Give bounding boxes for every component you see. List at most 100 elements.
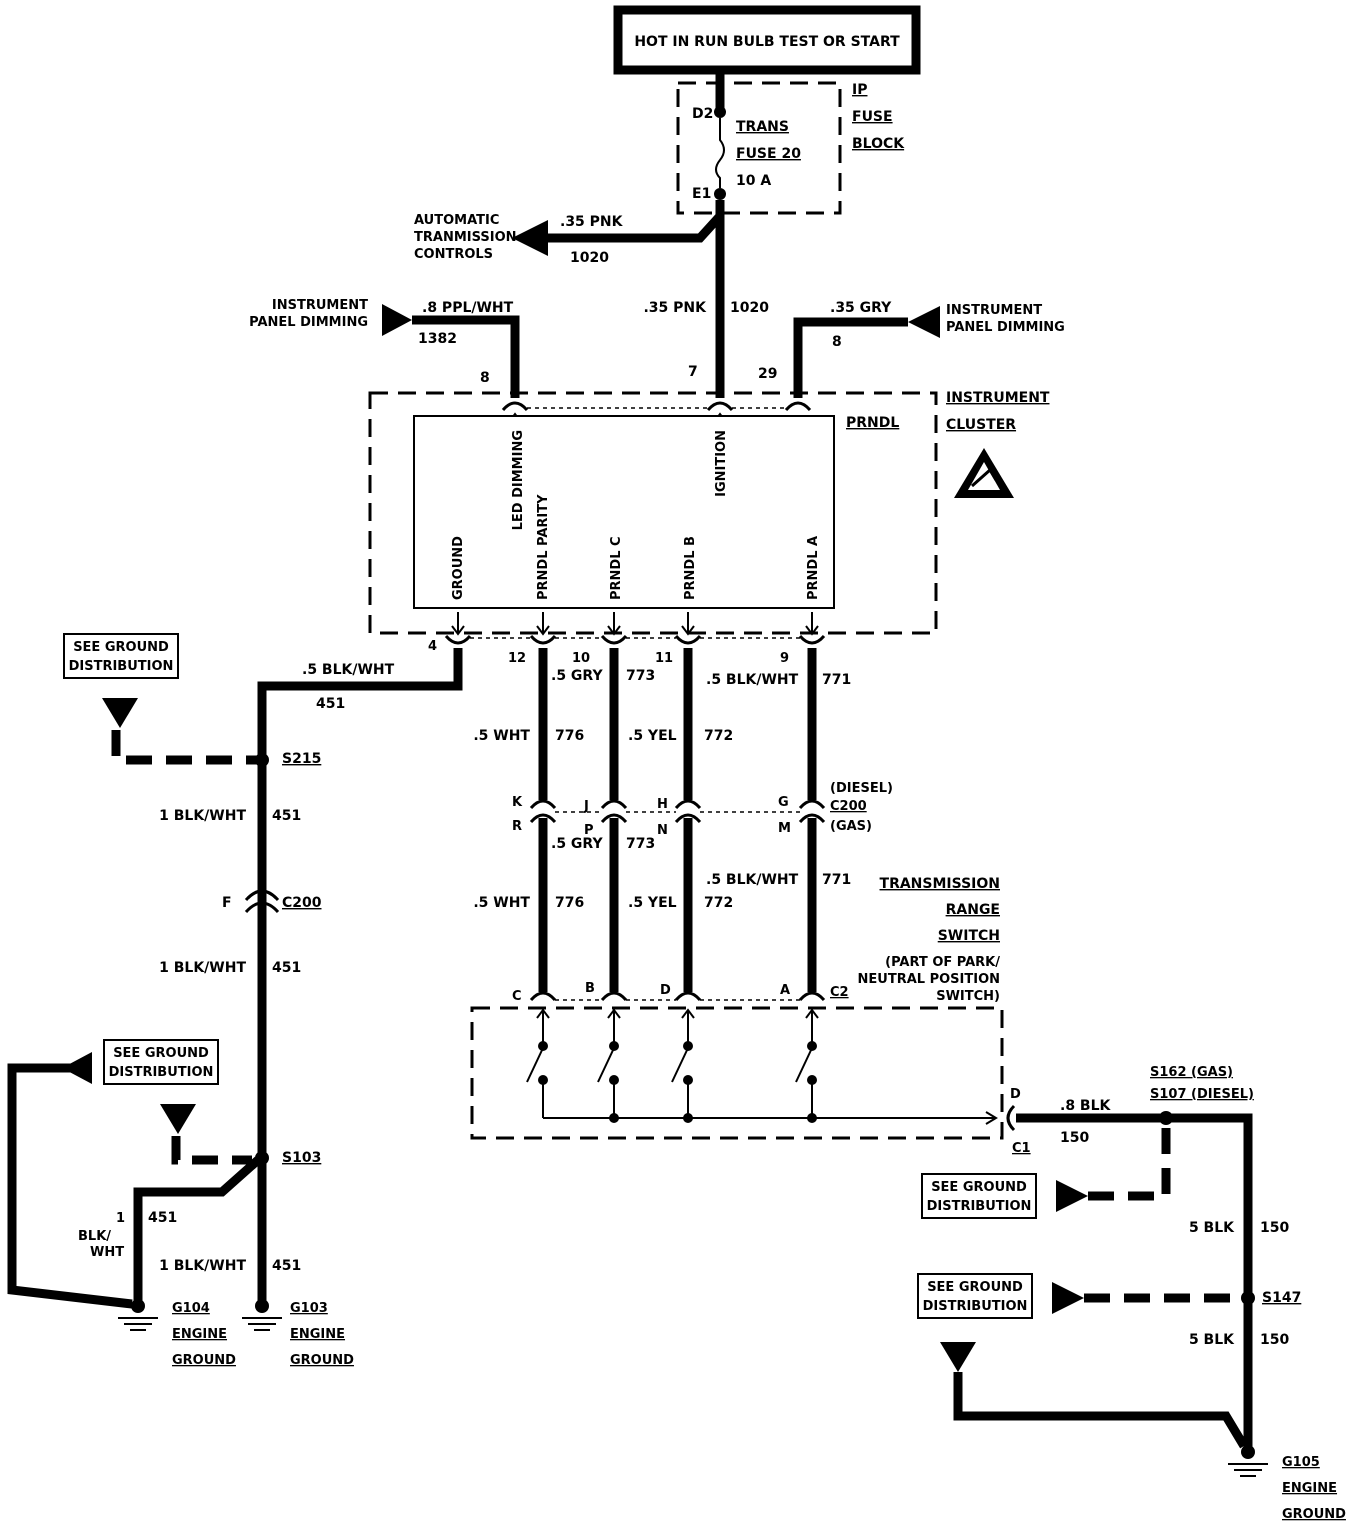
- right-ground-circuit: .8 BLK 150 S162 (GAS) S107 (DIESEL) SEE …: [917, 1065, 1346, 1522]
- w773-lower-color: .5 GRY: [551, 836, 603, 852]
- c200-pin-j: J: [583, 799, 589, 814]
- w771-lower-color: .5 BLK/WHT: [706, 872, 799, 888]
- fuse-rating: 10 A: [736, 173, 771, 189]
- fuse-block-label-3: BLOCK: [852, 136, 905, 152]
- g103-label-3: GROUND: [290, 1353, 354, 1368]
- cluster-pin-12: 12: [508, 651, 526, 666]
- left-seg2-circuit: 451: [272, 960, 301, 976]
- g105-label-1: G105: [1282, 1455, 1320, 1470]
- g103-ground-icon: [242, 1299, 282, 1331]
- g104-wire-color-1: BLK/: [78, 1229, 111, 1244]
- atc-label-3: CONTROLS: [414, 247, 493, 262]
- ign-wire-color: .35 PNK: [643, 300, 707, 316]
- right-seg1-color: 5 BLK: [1189, 1220, 1235, 1236]
- trs-note-1: (PART OF PARK/: [885, 955, 1000, 970]
- ground-label: GROUND: [451, 536, 466, 600]
- g104-wire-color-2: WHT: [90, 1245, 124, 1260]
- g104-label-2: ENGINE: [172, 1327, 227, 1342]
- c200-pin-g: G: [778, 795, 789, 810]
- cluster-pin-9: 9: [780, 651, 789, 666]
- instrument-cluster: PRNDL INSTRUMENT CLUSTER LED DIMMING IGN…: [368, 390, 1050, 635]
- cluster-pin-29: 29: [758, 366, 777, 382]
- splice-s147: S147: [1262, 1290, 1301, 1306]
- w773-upper-circuit: 773: [626, 668, 655, 684]
- g103-wire-color: 1 BLK/WHT: [159, 1258, 246, 1274]
- atc-wire-circuit: 1020: [570, 250, 609, 266]
- trs-label-3: SWITCH: [938, 928, 1000, 944]
- w772-upper-color: .5 YEL: [628, 728, 677, 744]
- g105-label-3: GROUND: [1282, 1507, 1346, 1522]
- prndl-parity-label: PRNDL PARITY: [536, 494, 551, 600]
- w773-lower-circuit: 773: [626, 836, 655, 852]
- right-seg2-circuit: 150: [1260, 1332, 1289, 1348]
- gnd-wire-circuit: 451: [316, 696, 345, 712]
- ipd-left-circuit: 1382: [418, 331, 457, 347]
- gnd-wire-color: .5 BLK/WHT: [302, 662, 395, 678]
- cluster-pin-7: 7: [688, 364, 698, 380]
- prndl-b-label: PRNDL B: [683, 536, 698, 600]
- see-ground-right-1-line1: SEE GROUND: [931, 1180, 1027, 1195]
- c200-mid-label: C200: [830, 799, 867, 814]
- ipd-right-wire-color: .35 GRY: [830, 300, 892, 316]
- cluster-pin-11: 11: [655, 651, 673, 666]
- trs-note-3: SWITCH): [936, 989, 1000, 1004]
- ipd-left-label-2: PANEL DIMMING: [249, 315, 368, 330]
- see-ground-right-2-line2: DISTRIBUTION: [923, 1299, 1028, 1314]
- trs-out-connector-c1: C1: [1012, 1141, 1031, 1156]
- trs-note-2: NEUTRAL POSITION: [858, 972, 1000, 987]
- see-ground-left-1-line2: DISTRIBUTION: [69, 659, 174, 674]
- ipd-right-circuit: 8: [832, 334, 842, 350]
- c200-pin-k: K: [512, 795, 523, 810]
- prndl-wires-upper: .5 GRY 773 .5 BLK/WHT 771 .5 WHT 776 .5 …: [473, 648, 851, 800]
- fuse-terminal-d2: D2: [692, 106, 713, 122]
- c200-left-pin-f: F: [222, 895, 232, 911]
- c200-pin-p: P: [584, 823, 594, 838]
- fuse-name: TRANS: [736, 119, 789, 135]
- ignition-label: IGNITION: [714, 430, 729, 497]
- see-ground-left-1-line1: SEE GROUND: [73, 640, 169, 655]
- left-ground-circuit: .5 BLK/WHT 451 SEE GROUND DISTRIBUTION S…: [7, 633, 463, 1368]
- w771-upper-color: .5 BLK/WHT: [706, 672, 799, 688]
- c200-gas: (GAS): [830, 819, 872, 834]
- left-seg1-circuit: 451: [272, 808, 301, 824]
- see-ground-right-2-line1: SEE GROUND: [927, 1280, 1023, 1295]
- right-out-wire-circuit: 150: [1060, 1130, 1089, 1146]
- power-source-header: HOT IN RUN BULB TEST OR START: [613, 5, 921, 75]
- g104-circuit: 451: [148, 1210, 177, 1226]
- ipd-right-wire: INSTRUMENT PANEL DIMMING .35 GRY 8: [793, 300, 1065, 398]
- atc-label-1: AUTOMATIC: [414, 213, 499, 228]
- cluster-pin-4: 4: [428, 639, 437, 654]
- esd-warning-icon: [954, 448, 1014, 498]
- right-seg2-color: 5 BLK: [1189, 1332, 1235, 1348]
- prndl-a-label: PRNDL A: [806, 536, 821, 600]
- transmission-range-switch: TRANSMISSION RANGE SWITCH (PART OF PARK/…: [470, 876, 1031, 1156]
- w772-lower-color: .5 YEL: [628, 895, 677, 911]
- cluster-label-2: CLUSTER: [946, 417, 1016, 433]
- prndl-module-label: PRNDL: [846, 415, 899, 431]
- fuse-block-label-2: FUSE: [852, 109, 893, 125]
- trs-connector-c2: C2: [830, 985, 849, 1000]
- trs-pin-d: D: [660, 983, 671, 998]
- c200-pin-r: R: [512, 819, 522, 834]
- switch-contacts: [526, 1008, 998, 1125]
- splice-s107: S107 (DIESEL): [1150, 1087, 1254, 1102]
- g104-label-1: G104: [172, 1301, 210, 1316]
- g103-wire-circuit: 451: [272, 1258, 301, 1274]
- header-title: HOT IN RUN BULB TEST OR START: [634, 34, 900, 50]
- w776-upper-circuit: 776: [555, 728, 584, 744]
- left-seg1-color: 1 BLK/WHT: [159, 808, 246, 824]
- g104-wire-size: 1: [116, 1211, 125, 1226]
- c200-pin-h: H: [657, 797, 668, 812]
- trs-pin-c: C: [512, 989, 522, 1004]
- fuse-block-label-1: IP: [852, 82, 867, 98]
- ipd-left-wire: INSTRUMENT PANEL DIMMING .8 PPL/WHT 1382: [249, 298, 520, 398]
- splice-s215: S215: [282, 751, 321, 767]
- ipd-left-wire-color: .8 PPL/WHT: [422, 300, 514, 316]
- w772-upper-circuit: 772: [704, 728, 733, 744]
- g103-label-2: ENGINE: [290, 1327, 345, 1342]
- atc-wire-color: .35 PNK: [560, 214, 624, 230]
- left-seg2-color: 1 BLK/WHT: [159, 960, 246, 976]
- ign-wire-circuit: 1020: [730, 300, 769, 316]
- ip-fuse-block: D2 E1 TRANS FUSE 20 10 A IP FUSE BLOCK: [676, 70, 905, 215]
